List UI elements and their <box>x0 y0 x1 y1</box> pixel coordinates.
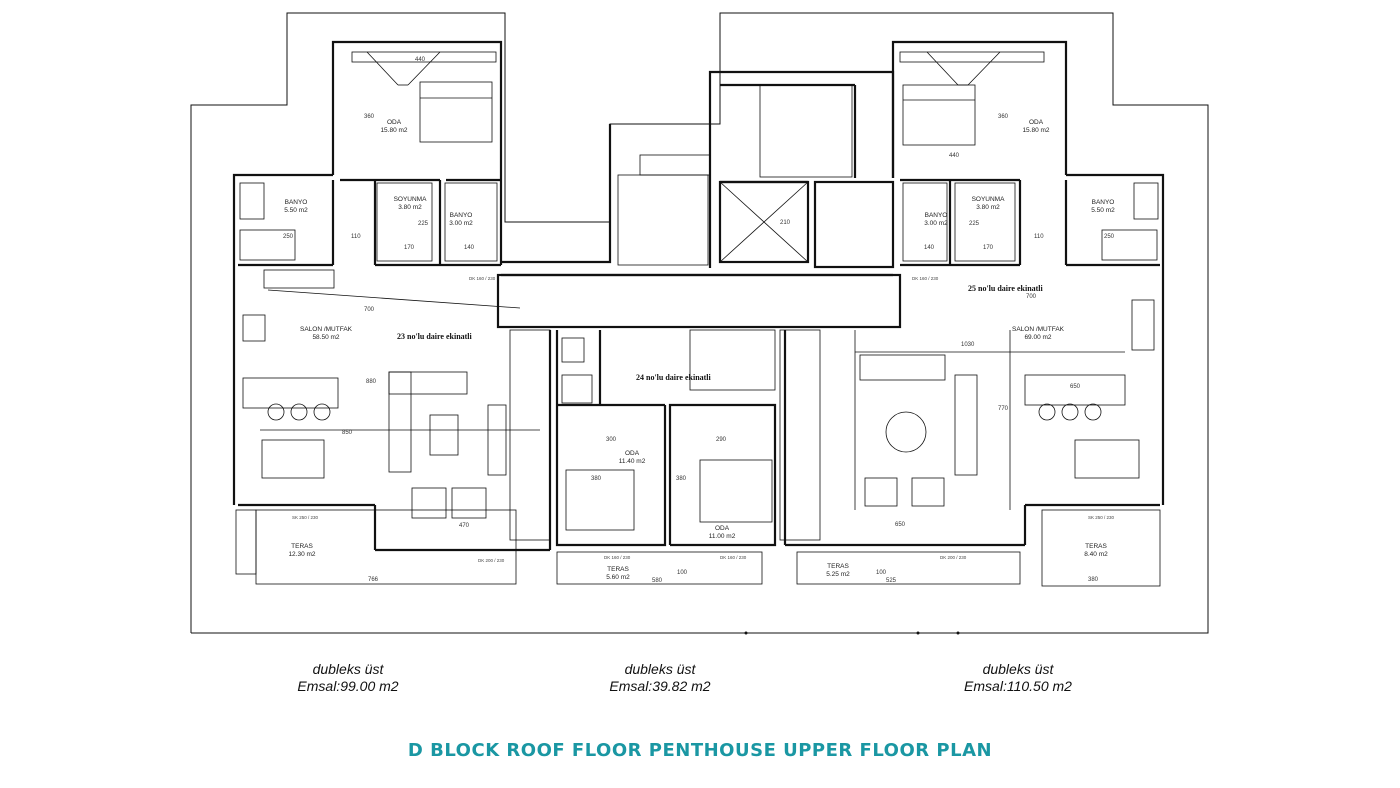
dimension: 525 <box>886 578 897 584</box>
dimension: 580 <box>652 578 663 584</box>
site-boundary <box>190 12 1209 634</box>
dimension: 440 <box>949 153 960 159</box>
room-area: 3.80 m2 <box>398 204 422 211</box>
dimension: 140 <box>924 245 935 251</box>
dimension: 290 <box>716 437 727 443</box>
dimension: 380 <box>676 476 687 482</box>
dimension: 140 <box>464 245 475 251</box>
dimension: 360 <box>364 114 375 120</box>
caption-emsal: Emsal:99.00 m2 <box>297 678 399 694</box>
room-name: SALON /MUTFAK <box>1012 326 1065 333</box>
dimension: 1030 <box>961 342 975 348</box>
right-apartment-details <box>854 51 1161 587</box>
unit-label: 24 no'lu daire ekinatli <box>636 373 712 382</box>
door-tag: DK 160 / 230 <box>469 276 496 281</box>
dimension: 225 <box>969 221 980 227</box>
middle-core <box>496 70 902 329</box>
dimension: 850 <box>342 430 353 436</box>
door-tag: DK 160 / 230 <box>912 276 939 281</box>
dimension: 100 <box>677 570 688 576</box>
room-area: 15.80 m2 <box>1022 127 1049 134</box>
dimension: 170 <box>404 245 415 251</box>
dimension: 300 <box>606 437 617 443</box>
middle-apartments <box>555 330 777 547</box>
dimension: 250 <box>283 234 294 240</box>
door-tag: DK 160 / 230 <box>604 555 631 560</box>
dimension: 110 <box>351 234 361 240</box>
room-area: 5.25 m2 <box>826 571 850 578</box>
room-area: 12.30 m2 <box>288 551 315 558</box>
caption-left: dubleks üst Emsal:99.00 m2 <box>238 661 458 695</box>
room-area: 5.60 m2 <box>606 574 630 581</box>
room-area: 11.40 m2 <box>619 458 646 465</box>
unit-label: 23 no'lu daire ekinatli <box>397 332 473 341</box>
dimension: 700 <box>1026 294 1037 300</box>
dimension: 700 <box>364 307 375 313</box>
dimension: 170 <box>983 245 994 251</box>
room-name: SOYUNMA <box>972 196 1006 203</box>
dimension: 360 <box>998 114 1009 120</box>
dimension: 470 <box>459 523 470 529</box>
dimension: 210 <box>780 220 791 226</box>
dimension: 250 <box>1104 234 1115 240</box>
room-area: 8.40 m2 <box>1084 551 1108 558</box>
room-name: BANYO <box>450 212 473 219</box>
room-area: 11.00 m2 <box>709 533 736 540</box>
door-tag: SK 250 / 230 <box>1088 515 1115 520</box>
room-area: 5.50 m2 <box>284 207 308 214</box>
dimension: 880 <box>366 379 377 385</box>
door-tag: DK 160 / 230 <box>720 555 747 560</box>
room-name: ODA <box>625 450 640 457</box>
boundary-markers <box>744 631 960 635</box>
dimension: 770 <box>998 406 1009 412</box>
room-name: TERAS <box>607 566 629 573</box>
dimension: 440 <box>415 57 426 63</box>
dimension: 225 <box>418 221 429 227</box>
dimension: 100 <box>876 570 887 576</box>
caption-emsal: Emsal:110.50 m2 <box>964 678 1072 694</box>
caption-middle: dubleks üst Emsal:39.82 m2 <box>550 661 770 695</box>
dimension: 380 <box>591 476 602 482</box>
caption-type: dubleks üst <box>312 661 384 677</box>
right-apartment <box>783 40 1165 547</box>
dimension: 766 <box>368 577 379 583</box>
room-name: ODA <box>715 525 730 532</box>
door-tag: SK 250 / 230 <box>292 515 319 520</box>
room-name: SALON /MUTFAK <box>300 326 353 333</box>
room-area: 5.50 m2 <box>1091 207 1115 214</box>
room-name: TERAS <box>827 563 849 570</box>
door-tag: DK 200 / 230 <box>478 558 505 563</box>
room-name: TERAS <box>291 543 313 550</box>
door-tag: DK 200 / 230 <box>940 555 967 560</box>
dimension: 380 <box>1088 577 1099 583</box>
room-name: BANYO <box>925 212 948 219</box>
left-apartment <box>232 40 552 552</box>
caption-emsal: Emsal:39.82 m2 <box>609 678 711 694</box>
room-name: SOYUNMA <box>394 196 428 203</box>
plan-title: D BLOCK ROOF FLOOR PENTHOUSE UPPER FLOOR… <box>407 740 993 761</box>
room-area: 69.00 m2 <box>1024 334 1051 341</box>
room-area: 3.00 m2 <box>449 220 473 227</box>
room-name: BANYO <box>285 199 308 206</box>
middle-apartments-details <box>556 337 1021 585</box>
room-name: ODA <box>1029 119 1044 126</box>
room-area: 3.00 m2 <box>924 220 948 227</box>
unit-label: 25 no'lu daire ekinatli <box>968 284 1044 293</box>
dimension: 650 <box>895 522 906 528</box>
caption-type: dubleks üst <box>624 661 696 677</box>
room-area: 58.50 m2 <box>312 334 339 341</box>
room-area: 15.80 m2 <box>380 127 407 134</box>
room-name: BANYO <box>1092 199 1115 206</box>
room-name: ODA <box>387 119 402 126</box>
dimension: 650 <box>1070 384 1081 390</box>
left-apartment-details <box>235 51 540 585</box>
room-name: TERAS <box>1085 543 1107 550</box>
caption-right: dubleks üst Emsal:110.50 m2 <box>908 661 1128 695</box>
dimension: 110 <box>1034 234 1044 240</box>
room-area: 3.80 m2 <box>976 204 1000 211</box>
stairs <box>509 84 853 541</box>
caption-type: dubleks üst <box>982 661 1054 677</box>
